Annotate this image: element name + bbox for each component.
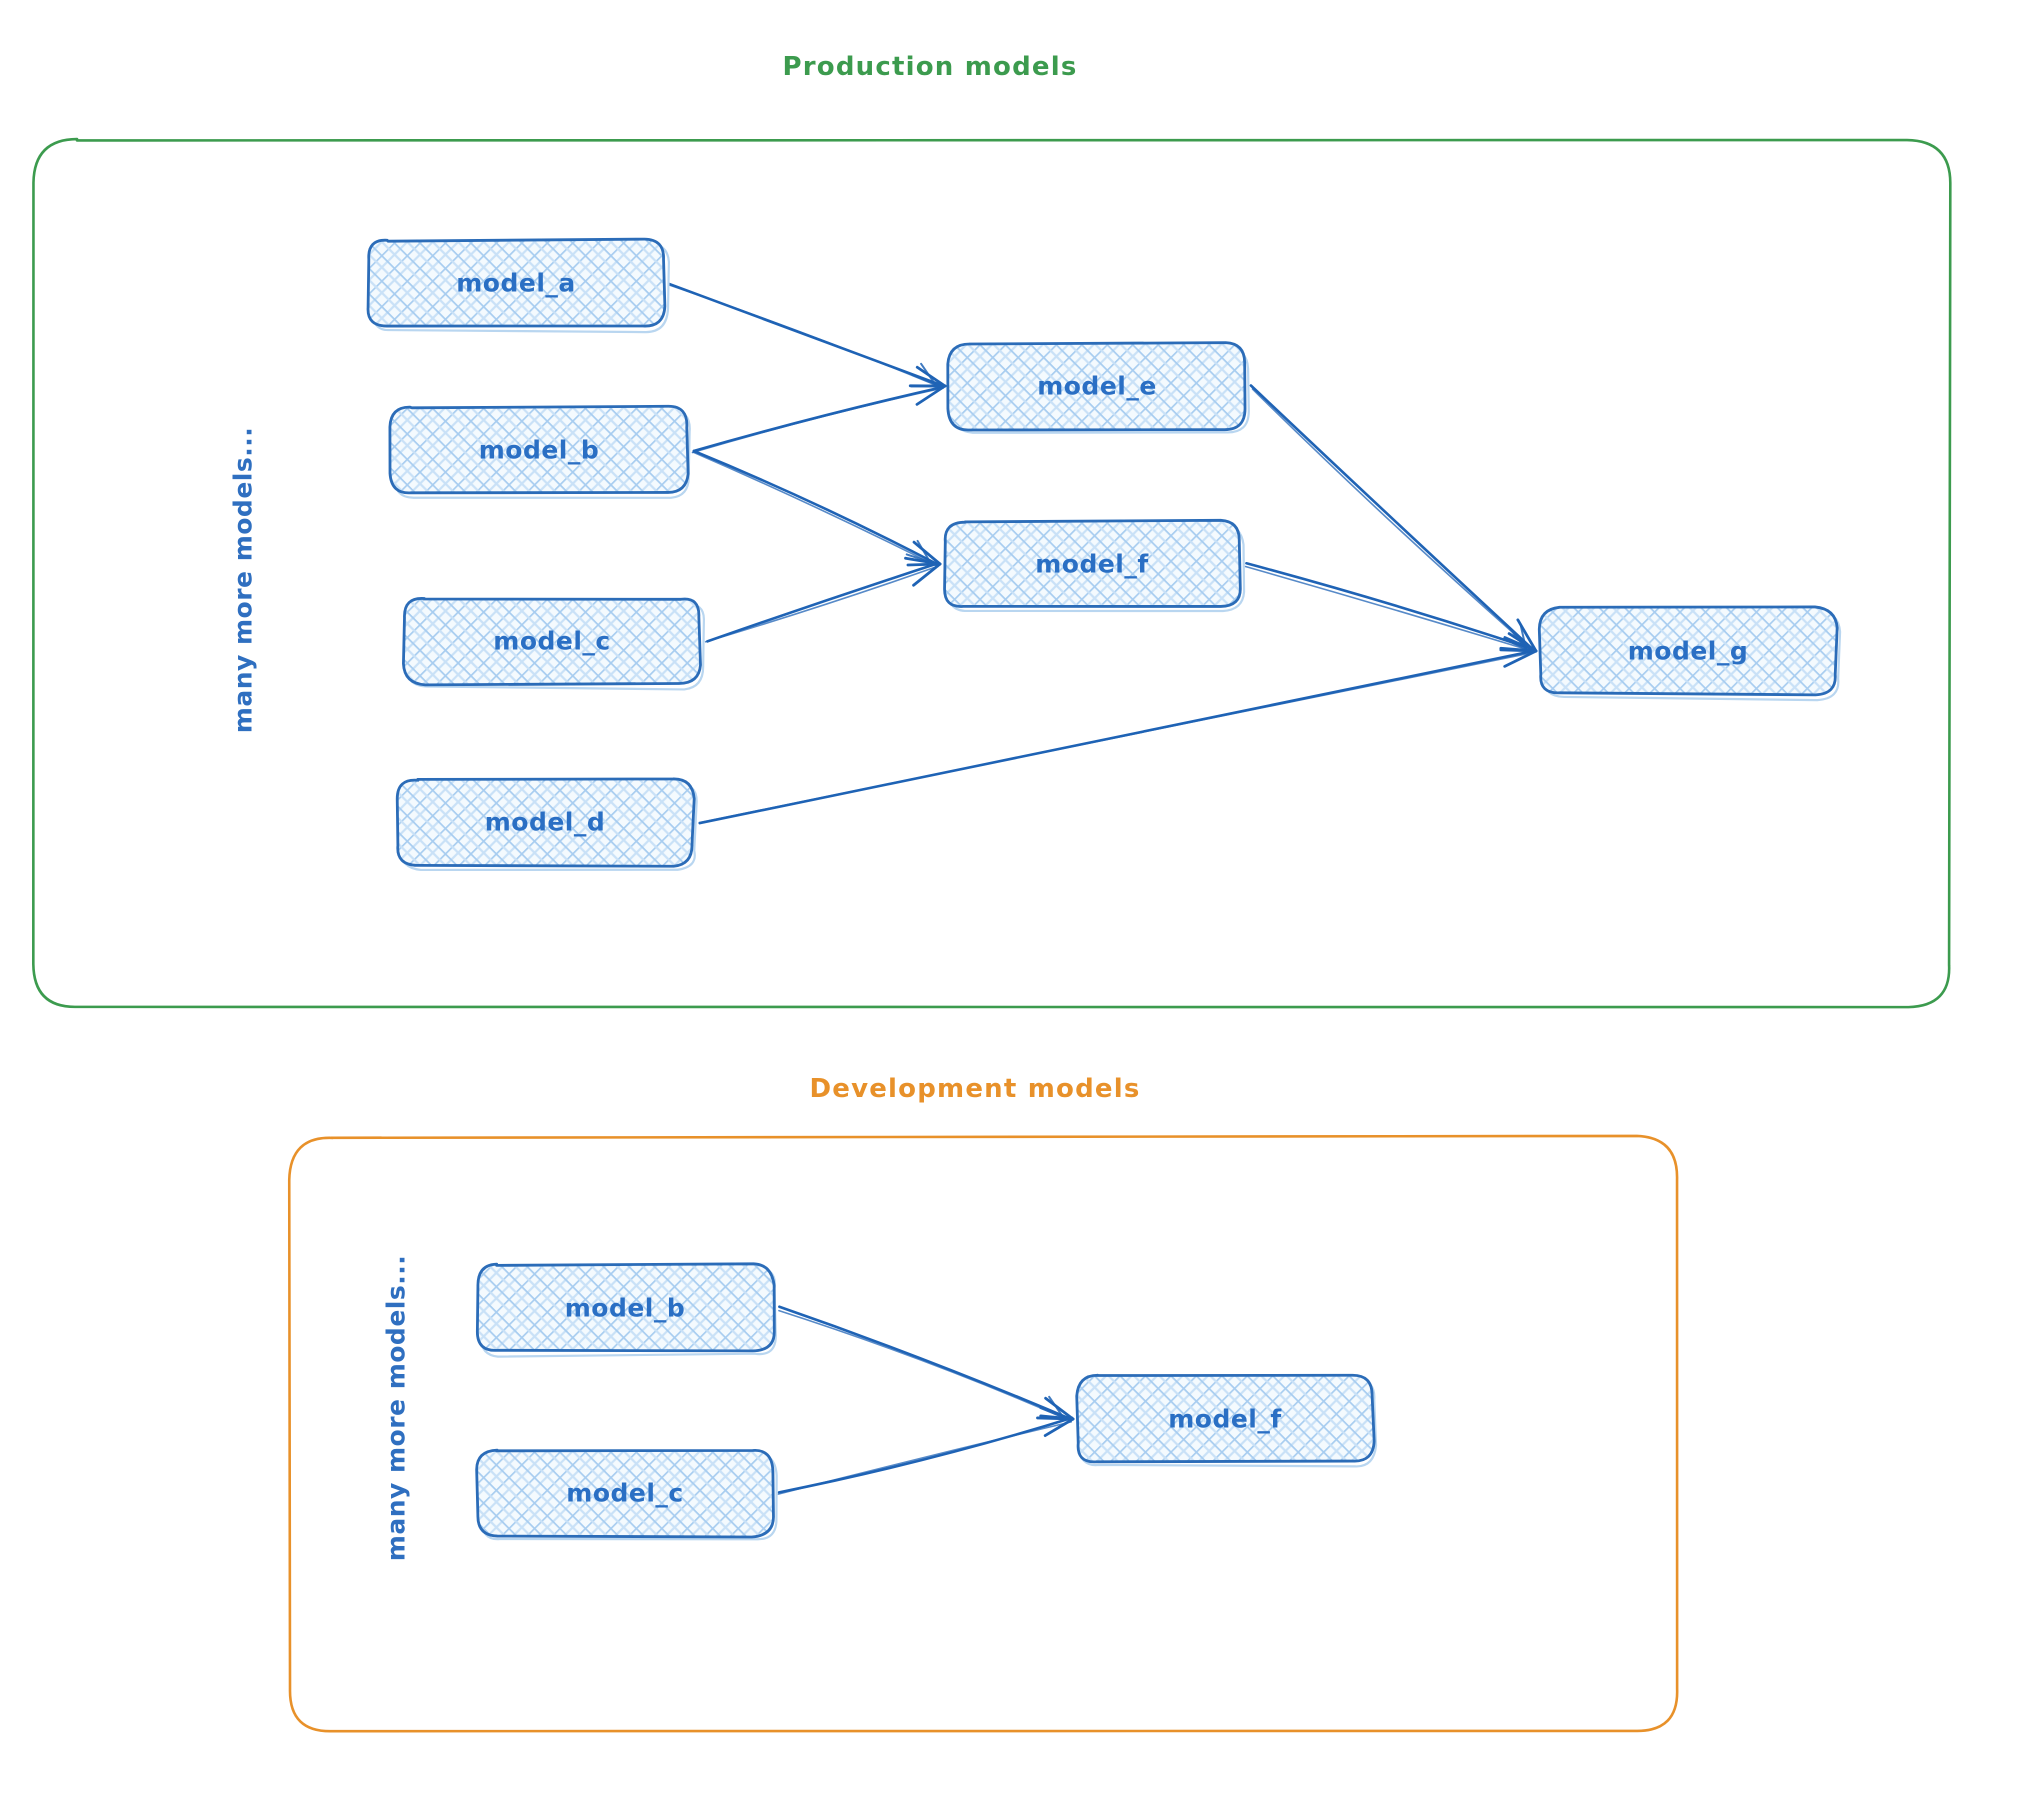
node-model_g[interactable]: [1537, 605, 1842, 702]
node-shape: [395, 777, 696, 868]
node-model_c[interactable]: [402, 597, 705, 691]
node-dev_model_b[interactable]: [475, 1262, 777, 1358]
node-dev_model_f[interactable]: [1075, 1373, 1378, 1468]
node-model_a[interactable]: [366, 237, 670, 334]
node-model_f[interactable]: [943, 518, 1246, 613]
node-shape: [402, 597, 702, 687]
node-shape: [475, 1262, 776, 1353]
node-shape: [475, 1448, 775, 1539]
edge-model_f-to-model_g: [1244, 561, 1538, 653]
lane-production-container: [32, 137, 1952, 1009]
edge-model_c-to-model_f: [704, 553, 942, 643]
edge-dev_model_b-to-dev_model_f: [778, 1305, 1075, 1422]
node-dev_model_c[interactable]: [475, 1448, 778, 1541]
edge-model_d-to-model_g: [698, 638, 1538, 825]
node-shape: [1075, 1373, 1376, 1464]
node-model_d[interactable]: [395, 777, 698, 872]
node-model_b[interactable]: [388, 404, 691, 499]
lane-development-container: [287, 1134, 1679, 1733]
node-shape: [366, 237, 667, 328]
edge-model_b-to-model_f: [692, 449, 942, 568]
node-shape: [1537, 605, 1839, 697]
lane-side-note-development: many more models...: [381, 1254, 411, 1562]
lane-title-development: Development models: [809, 1074, 1141, 1104]
node-shape: [388, 404, 690, 495]
lane-title-production: Production models: [782, 52, 1078, 82]
node-shape: [946, 341, 1247, 432]
edge-model_e-to-model_g: [1249, 384, 1538, 653]
edge-dev_model_c-to-dev_model_f: [777, 1406, 1075, 1495]
node-model_e[interactable]: [946, 341, 1250, 434]
edge-model_b-to-model_e: [691, 373, 947, 454]
edge-model_a-to-model_e: [667, 282, 947, 389]
lane-side-note-production: many more models...: [228, 426, 258, 734]
node-shape: [943, 518, 1242, 608]
